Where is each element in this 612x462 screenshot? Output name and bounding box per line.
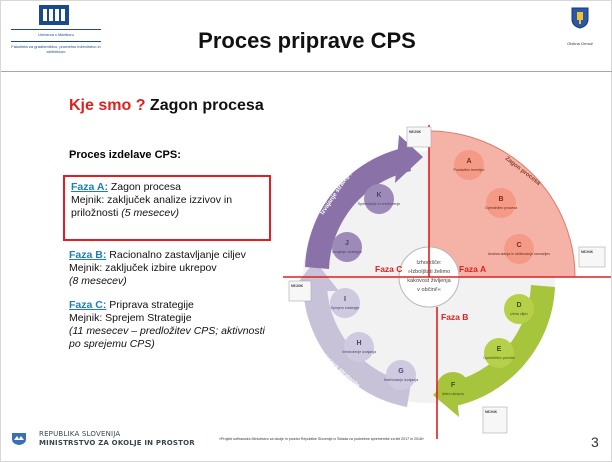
step-c-letter: C — [516, 242, 521, 249]
step-k-letter: K — [376, 192, 381, 199]
step-d-text: Izbira ciljev — [510, 312, 528, 316]
step-e-text: Opredelitev prioritet — [483, 356, 514, 360]
marker-faza-a: Faza A — [459, 264, 486, 274]
step-e-letter: E — [497, 346, 502, 353]
implementation-arc — [305, 147, 411, 269]
phase-a-title: Zagon procesa — [110, 181, 181, 193]
project-funding-note: »Projekt sofinancira Ministrstvo za okol… — [219, 437, 424, 441]
ministry-line-2: MINISTRSTVO ZA OKOLJE IN PROSTOR — [39, 439, 195, 447]
step-b-text: Opredelitev procesa — [485, 206, 517, 210]
step-f-circle — [436, 372, 470, 406]
phase-b-block: Faza B: Racionalno zastavljanje ciljev M… — [69, 249, 279, 288]
milestone-note-left-label: MEJNIK — [291, 284, 304, 288]
step-h-circle — [344, 332, 374, 362]
step-f-text: Izbira ukrepov — [442, 392, 465, 396]
faculty-name: Fakulteta za gradbeništvo, prometno inže… — [11, 41, 101, 54]
milestone-note-bottom — [482, 406, 508, 434]
step-i-letter: I — [344, 296, 346, 303]
page-number: 3 — [591, 434, 599, 450]
step-k-circle — [364, 184, 394, 214]
phase-b-milestone: Mejnik: zaključek izbire ukrepov — [69, 262, 217, 274]
milestone-note-bottom-label: MEJNIK — [485, 410, 498, 414]
ministry-line-1: REPUBLIKA SLOVENIJA — [39, 430, 121, 438]
step-g-circle — [386, 360, 416, 390]
step-k-text: Spremljanje in vrednotenje — [358, 202, 401, 206]
university-name: Univerza v Mariboru — [11, 29, 101, 37]
phase-c-duration: (11 mesecev – predložitev CPS; aktivnost… — [69, 325, 265, 350]
marker-faza-c: Faza C — [375, 264, 402, 274]
milestone-note-right-label: MEJNIK — [581, 250, 594, 254]
center-text-line-4: v občini!« — [417, 287, 441, 293]
municipality-logo: Občina Ormož — [557, 7, 603, 51]
phase-a-duration: (5 mesecev) — [121, 207, 179, 219]
faza-c-arc — [303, 287, 411, 407]
step-i-circle — [330, 288, 360, 318]
process-cycle-diagram: A B C D E F G H I J K Postavitev temelje… — [283, 125, 611, 439]
step-c-circle — [504, 234, 534, 264]
subtitle-rest: Zagon procesa — [149, 97, 264, 114]
step-c-text: Analiza stanja in oblikovanje scenarijev — [488, 252, 551, 256]
phase-b-title: Racionalno zastavljanje ciljev — [109, 249, 246, 261]
header-divider — [1, 71, 612, 72]
phase-b-duration: (8 mesecev) — [69, 275, 127, 287]
step-i-text: Sprejem strategije — [331, 306, 360, 310]
step-h-text: Vrednotenje izvajanja — [342, 350, 376, 354]
step-d-circle — [504, 294, 534, 324]
step-j-text: Izvajanje strategije — [332, 250, 362, 254]
slovenia-crest-icon — [12, 433, 26, 445]
ministry-label: REPUBLIKA SLOVENIJA MINISTRSTVO ZA OKOLJ… — [39, 430, 195, 448]
milestone-note-right — [578, 246, 606, 268]
section-subtitle: Kje smo ? Zagon procesa — [69, 97, 264, 115]
milestone-note-top — [406, 126, 432, 148]
phase-c-label: Faza C: — [69, 299, 107, 311]
phase-b-label: Faza B: — [69, 249, 107, 261]
phase-a-milestone: Mejnik: zaključek analize izzivov in pri… — [71, 194, 233, 219]
marker-faza-b: Faza B — [441, 312, 468, 322]
phase-c-title: Priprava strategije — [109, 299, 194, 311]
step-b-circle — [486, 188, 516, 218]
phase-c-milestone: Mejnik: Sprejem Strategije — [69, 312, 192, 324]
process-heading: Proces izdelave CPS: — [69, 149, 181, 161]
milestone-notes: MEJNIK MEJNIK MEJNIK MEJNIK — [288, 126, 606, 434]
step-e-circle — [484, 338, 514, 368]
step-d-letter: D — [516, 302, 521, 309]
municipality-name: Občina Ormož — [567, 41, 593, 46]
milestone-note-top-label: MEJNIK — [409, 130, 422, 134]
phase-a-box: Faza A: Zagon procesa Mejnik: zaključek … — [63, 175, 271, 241]
step-j-letter: J — [345, 240, 349, 247]
phase-a-label: Faza A: — [71, 181, 108, 193]
milestone-note-left — [288, 280, 312, 302]
step-f-letter: F — [451, 382, 456, 389]
phase-c-block: Faza C: Priprava strategije Mejnik: Spre… — [69, 299, 279, 351]
slide-title: Proces priprave CPS — [198, 28, 416, 53]
step-a-letter: A — [466, 158, 471, 165]
coat-of-arms-icon — [571, 7, 589, 29]
step-a-circle — [454, 150, 484, 180]
step-g-letter: G — [398, 368, 404, 375]
university-logo: Univerza v Mariboru Fakulteta za gradben… — [9, 5, 103, 67]
step-h-letter: H — [356, 340, 361, 347]
university-mark-icon — [39, 5, 69, 25]
center-text-line-3: kakovost življenja — [407, 278, 451, 284]
step-b-letter: B — [498, 196, 503, 203]
implementation-arrowhead — [395, 135, 423, 183]
subtitle-question: Kje smo ? — [69, 97, 146, 114]
step-a-text: Postavitev temeljev — [454, 168, 485, 172]
step-g-text: Načrtovanje izvajanja — [384, 378, 418, 382]
step-j-circle — [332, 232, 362, 262]
